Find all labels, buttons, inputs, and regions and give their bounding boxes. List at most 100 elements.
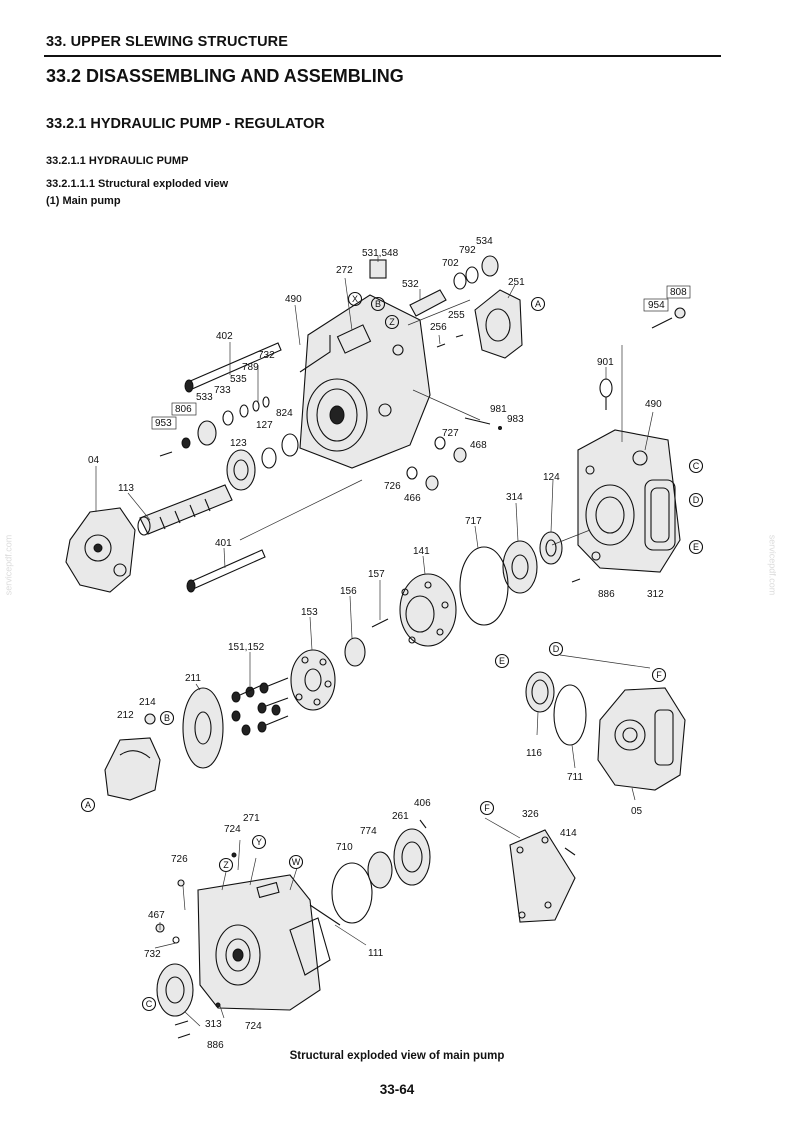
gear-116 bbox=[525, 671, 555, 713]
label-981: 981 bbox=[490, 404, 507, 415]
o-ring-711 bbox=[553, 684, 587, 746]
marker-a-top: A bbox=[535, 299, 541, 309]
label-531-548: 531,548 bbox=[362, 248, 399, 259]
chapter-heading: 33. UPPER SLEWING STRUCTURE bbox=[46, 34, 288, 50]
label-954-box bbox=[643, 298, 669, 312]
piston-532 bbox=[409, 289, 447, 317]
part-labels: 531,548 534 792 702 272 532 251 490 256 … bbox=[88, 236, 691, 1050]
eye-bolt-901 bbox=[599, 378, 613, 410]
label-808-box bbox=[666, 285, 691, 299]
screw-406 bbox=[419, 819, 427, 829]
ring-535 bbox=[239, 404, 249, 418]
ring-732-top bbox=[262, 396, 270, 408]
pistons-151-152 bbox=[231, 677, 289, 736]
cover-plate-326 bbox=[509, 829, 576, 923]
plug-724-top bbox=[231, 852, 237, 858]
label-113: 113 bbox=[118, 483, 134, 494]
label-406: 406 bbox=[414, 798, 431, 809]
upper-housing-272 bbox=[299, 294, 431, 469]
marker-e-left: E bbox=[499, 656, 505, 666]
label-466: 466 bbox=[404, 493, 421, 504]
label-255: 255 bbox=[448, 310, 465, 321]
plug-468 bbox=[453, 447, 467, 463]
cover-261 bbox=[393, 828, 431, 886]
regulator-housing-05 bbox=[597, 687, 686, 791]
label-141: 141 bbox=[413, 546, 430, 557]
pin-214 bbox=[144, 713, 156, 725]
bearing-124 bbox=[539, 531, 563, 565]
marker-y: Y bbox=[256, 837, 262, 847]
label-05: 05 bbox=[631, 806, 643, 817]
plug-466 bbox=[425, 475, 439, 491]
label-401: 401 bbox=[215, 538, 232, 549]
bearing-774 bbox=[367, 851, 393, 889]
label-806: 806 bbox=[175, 404, 192, 415]
label-732-bottom: 732 bbox=[144, 949, 161, 960]
cylinder-block-141 bbox=[399, 573, 457, 647]
page-number: 33-64 bbox=[379, 1082, 415, 1097]
label-726-bottom: 726 bbox=[171, 854, 188, 865]
label-157: 157 bbox=[368, 569, 385, 580]
bearing-123 bbox=[226, 449, 256, 491]
label-710: 710 bbox=[336, 842, 353, 853]
label-490-right: 490 bbox=[645, 399, 662, 410]
shoe-plate-hole bbox=[194, 711, 212, 745]
label-468: 468 bbox=[470, 440, 487, 451]
label-251: 251 bbox=[508, 277, 525, 288]
sub-subsection-heading: 33.2.1.1 HYDRAULIC PUMP bbox=[46, 155, 189, 167]
pin-886-bottom-2 bbox=[177, 1033, 191, 1039]
label-326: 326 bbox=[522, 809, 539, 820]
label-535: 535 bbox=[230, 374, 247, 385]
label-726-top: 726 bbox=[384, 481, 401, 492]
drive-shaft-113 bbox=[137, 484, 233, 536]
label-789: 789 bbox=[242, 362, 259, 373]
leader-lines bbox=[95, 256, 654, 1027]
label-792: 792 bbox=[459, 245, 476, 256]
label-212: 212 bbox=[117, 710, 134, 721]
shaft-111 bbox=[309, 904, 341, 926]
retainer-plate-153 bbox=[290, 649, 336, 711]
label-123: 123 bbox=[230, 438, 247, 449]
plug-724-bottom bbox=[215, 1002, 221, 1008]
ring-727 bbox=[434, 436, 446, 450]
pin-256 bbox=[436, 343, 446, 348]
marker-a-bottom: A bbox=[85, 800, 91, 810]
block-531 bbox=[369, 259, 387, 279]
lower-housing-271 bbox=[197, 874, 331, 1011]
label-953: 953 bbox=[155, 418, 172, 429]
label-886-top: 886 bbox=[598, 589, 615, 600]
marker-f-left: F bbox=[484, 803, 490, 813]
label-116: 116 bbox=[526, 748, 542, 759]
ring-733 bbox=[222, 410, 234, 426]
o-ring-710 bbox=[331, 862, 373, 924]
bolt-402 bbox=[184, 342, 282, 393]
label-467: 467 bbox=[148, 910, 165, 921]
screw-414 bbox=[564, 847, 576, 856]
label-156: 156 bbox=[340, 586, 357, 597]
ring-792 bbox=[465, 266, 479, 284]
o-ring-717 bbox=[459, 546, 509, 626]
label-272: 272 bbox=[336, 265, 353, 276]
heading-rule bbox=[44, 55, 721, 57]
label-211: 211 bbox=[185, 673, 201, 684]
marker-b-top: B bbox=[375, 299, 381, 309]
label-983: 983 bbox=[507, 414, 524, 425]
ring-726-bottom bbox=[177, 879, 185, 887]
marker-d-right: D bbox=[693, 495, 700, 505]
marker-d-left: D bbox=[553, 644, 560, 654]
pin-886-top bbox=[571, 578, 581, 583]
label-314: 314 bbox=[506, 492, 523, 503]
label-04: 04 bbox=[88, 455, 100, 466]
plate-981 bbox=[464, 417, 491, 425]
pin-983 bbox=[498, 426, 502, 430]
nut-533 bbox=[197, 420, 217, 446]
section-heading: 33.2 DISASSEMBLING AND ASSEMBLING bbox=[46, 66, 404, 86]
shoe-plate-211 bbox=[182, 687, 224, 769]
label-111: 111 bbox=[368, 948, 384, 959]
label-533: 533 bbox=[196, 392, 213, 403]
marker-z-bottom: Z bbox=[223, 860, 229, 870]
label-313: 313 bbox=[205, 1019, 222, 1030]
label-732-top: 732 bbox=[258, 350, 275, 361]
swash-plate-212 bbox=[104, 737, 161, 801]
marker-c-bottom: C bbox=[146, 999, 153, 1009]
